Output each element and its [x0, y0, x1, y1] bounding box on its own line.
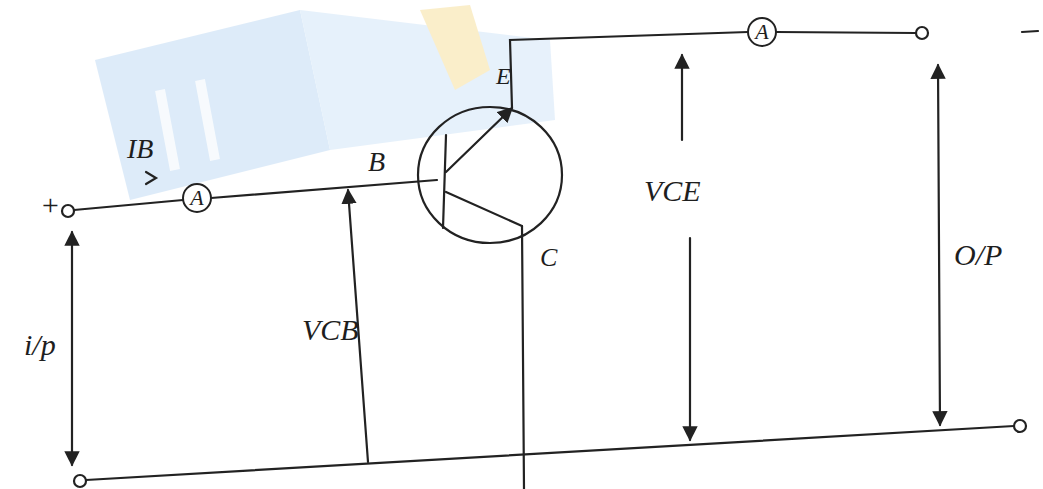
- watermark-logo: [95, 5, 555, 200]
- wire: [776, 32, 916, 33]
- voltage-arrow: [681, 55, 683, 140]
- circuit-label: i/p: [24, 330, 56, 360]
- voltage-arrow: [689, 238, 691, 440]
- voltage-arrow: [71, 232, 73, 465]
- meter-letter: A: [755, 21, 768, 43]
- terminal: [62, 205, 74, 217]
- wire: [510, 32, 748, 108]
- wire: [74, 200, 183, 210]
- circuit-label: VCE: [644, 176, 701, 206]
- wire: [86, 426, 1014, 480]
- wire: [211, 180, 437, 198]
- terminal: [916, 27, 928, 39]
- terminal: [74, 475, 86, 487]
- circuit-label: B: [368, 148, 385, 176]
- circuit-label: VCB: [302, 315, 359, 345]
- ammeter-circle: A: [182, 183, 212, 213]
- meter-letter: A: [190, 187, 203, 209]
- circuit-label: +: [40, 190, 60, 220]
- transistor-envelope: [418, 107, 562, 243]
- terminal: [1014, 420, 1026, 432]
- circuit-label: C: [540, 245, 557, 271]
- ammeter-circle: A: [747, 17, 777, 47]
- emitter-leg: [446, 108, 512, 172]
- circuit-label: E: [496, 64, 511, 88]
- dash: [1022, 31, 1038, 32]
- circuit-label: O/P: [954, 240, 1002, 270]
- wire: [522, 226, 524, 489]
- current-arrow: [146, 172, 156, 184]
- circuit-label: IB: [127, 135, 153, 163]
- collector-leg: [446, 192, 522, 226]
- voltage-arrow: [938, 65, 940, 425]
- base-bar: [443, 135, 446, 228]
